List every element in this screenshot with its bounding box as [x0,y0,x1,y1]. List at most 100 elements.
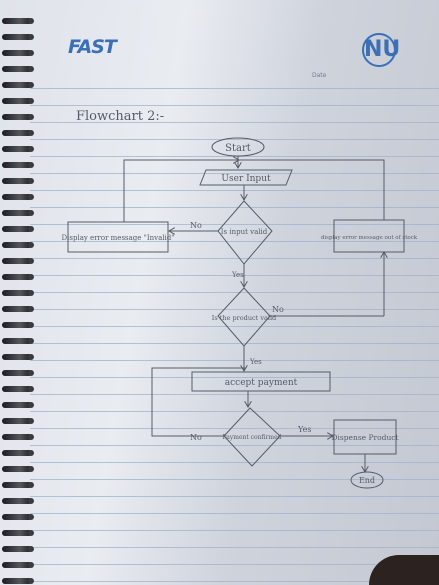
label-no-1: No [190,221,202,230]
loop-back-line-right [238,159,385,220]
end-terminal [350,471,384,489]
ruled-line [30,343,439,344]
ruled-line [30,190,439,191]
punch-hole [28,386,34,392]
ruled-line [30,224,439,225]
ruled-line [30,241,439,242]
ruled-line [30,207,439,208]
ruled-line [30,258,439,259]
ruled-line [30,547,439,548]
brand-logo-left: FAST [68,36,117,58]
punch-hole [28,226,34,232]
arrow-decision3-no [151,367,246,437]
punch-hole [28,578,34,584]
punch-hole [28,274,34,280]
spiral-ring [2,498,32,504]
spiral-ring [2,274,32,280]
spiral-ring [2,290,32,296]
spiral-ring [2,210,32,216]
accept-payment-box [191,371,331,392]
spiral-ring [2,514,32,520]
spiral-ring [2,258,32,264]
input-parallelogram [199,169,293,186]
thumb-shadow [369,555,439,585]
spiral-ring [2,370,32,376]
punch-hole [28,546,34,552]
error-stock-label: display error message out of stock [321,235,418,241]
ruled-line [30,496,439,497]
date-label: Date [312,72,327,79]
ruled-line [30,479,439,480]
spiral-ring [2,562,32,568]
punch-hole [28,98,34,104]
spiral-ring [2,82,32,88]
ruled-line [30,105,439,106]
ruled-line [30,88,439,89]
loop-back-line-left [123,160,238,222]
spiral-ring [2,354,32,360]
spiral-ring [2,578,32,584]
error-stock-box [333,219,405,253]
spiral-ring [2,530,32,536]
ruled-line [30,428,439,429]
punch-hole [28,34,34,40]
punch-hole [28,146,34,152]
spiral-ring [2,178,32,184]
spiral-ring [2,66,32,72]
dispense-label: Dispense Product [332,433,399,442]
punch-hole [28,258,34,264]
spiral-ring [2,114,32,120]
spiral-ring [2,18,32,24]
punch-hole [28,306,34,312]
punch-hole [28,482,34,488]
punch-hole [28,402,34,408]
punch-hole [28,450,34,456]
punch-hole [28,530,34,536]
ruled-line [30,173,439,174]
ruled-line [30,564,439,565]
ruled-line [30,360,439,361]
brand-logo-right: NU [362,33,400,67]
ruled-line [30,394,439,395]
spiral-ring [2,322,32,328]
punch-hole [28,194,34,200]
punch-hole [28,130,34,136]
ruled-line [30,462,439,463]
spiral-ring [2,34,32,40]
punch-hole [28,434,34,440]
punch-hole [28,242,34,248]
spiral-ring [2,418,32,424]
spiral-ring [2,98,32,104]
punch-hole [28,210,34,216]
ruled-line [30,326,439,327]
punch-hole [28,562,34,568]
spiral-ring [2,402,32,408]
ruled-line [30,530,439,531]
punch-hole [28,290,34,296]
spiral-ring [2,194,32,200]
punch-hole [28,82,34,88]
punch-hole [28,50,34,56]
ruled-line [30,581,439,582]
label-yes-1: Yes [231,271,244,279]
spiral-ring [2,482,32,488]
spiral-ring [2,146,32,152]
accept-label: accept payment [225,378,298,388]
punch-hole [28,114,34,120]
label-no-3: No [190,433,202,442]
punch-hole [28,466,34,472]
punch-hole [28,66,34,72]
spiral-ring [2,130,32,136]
punch-hole [28,370,34,376]
spiral-ring [2,226,32,232]
spiral-ring [2,242,32,248]
label-no-2: No [272,305,284,314]
punch-hole [28,338,34,344]
spiral-ring [2,306,32,312]
punch-hole [28,354,34,360]
ruled-line [30,377,439,378]
punch-hole [28,162,34,168]
punch-hole [28,18,34,24]
error-invalid-box [67,221,169,253]
ruled-line [30,411,439,412]
